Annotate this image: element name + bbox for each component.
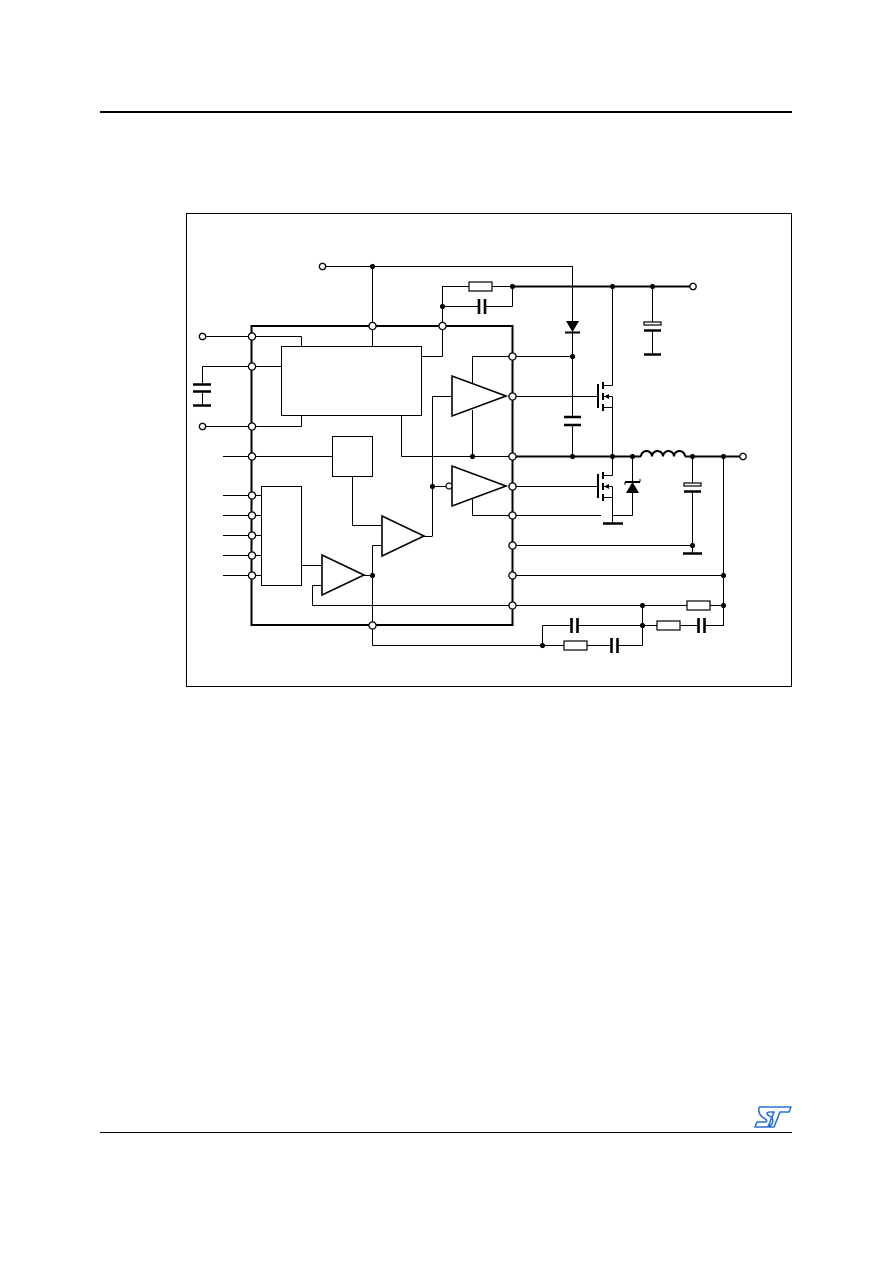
oscillator-block bbox=[332, 436, 373, 477]
pwm-comparator bbox=[381, 514, 426, 558]
low-side-mosfet bbox=[597, 456, 623, 525]
comp-resistor-right bbox=[656, 620, 681, 631]
enable-terminal bbox=[198, 332, 207, 341]
error-amplifier bbox=[321, 553, 366, 597]
schematic-diagram bbox=[186, 213, 792, 687]
high-side-driver bbox=[451, 374, 509, 418]
schottky-diode bbox=[612, 456, 641, 516]
output-capacitor bbox=[683, 482, 702, 487]
ic-outline bbox=[250, 325, 514, 626]
output-inductor bbox=[640, 450, 686, 457]
comp-resistor-bottom bbox=[563, 640, 588, 651]
vout-terminal bbox=[739, 452, 747, 461]
control-logic-block bbox=[281, 346, 422, 416]
vcc-terminal bbox=[689, 282, 697, 291]
low-side-driver bbox=[451, 464, 509, 508]
vin-terminal bbox=[318, 262, 327, 271]
header-rule bbox=[100, 111, 792, 113]
input-capacitor bbox=[643, 321, 662, 326]
sync-terminal bbox=[198, 422, 207, 431]
footer-rule bbox=[100, 1132, 792, 1133]
resistor-top bbox=[468, 281, 493, 292]
high-side-mosfet bbox=[597, 286, 613, 457]
feedback-resistor bbox=[686, 600, 711, 611]
bootstrap-diode bbox=[566, 321, 579, 332]
st-logo-icon bbox=[754, 1105, 792, 1129]
dac-block bbox=[261, 486, 302, 586]
